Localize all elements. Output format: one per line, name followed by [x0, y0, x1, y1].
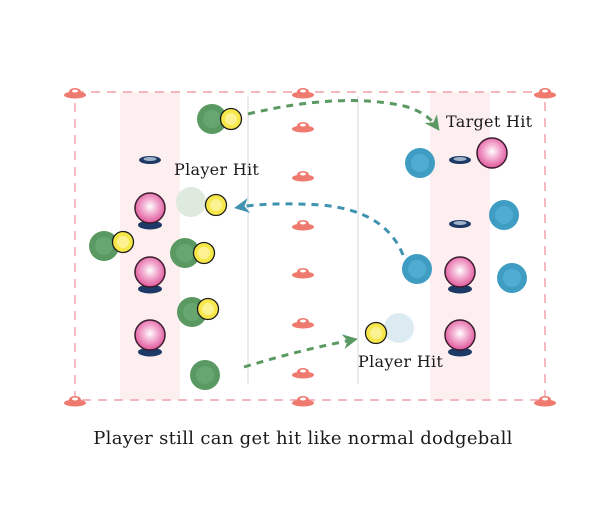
cone-icon [292, 396, 314, 407]
player-icon [170, 238, 200, 268]
cone-icon [292, 88, 314, 99]
player-hit-faded-icon [384, 313, 414, 343]
empty-target-base [139, 156, 161, 164]
player-icon [497, 263, 527, 293]
cone-icon [292, 122, 314, 133]
cone-icon [64, 88, 86, 99]
ball-icon [204, 193, 228, 217]
target-pin-icon [134, 192, 166, 230]
cone-icon [534, 88, 556, 99]
target-pin-falling-icon [476, 137, 508, 169]
target-pin-icon [134, 319, 166, 357]
target-pin-icon [444, 256, 476, 294]
player-hit-label-left: Player Hit [174, 160, 259, 179]
ball-icon [196, 297, 220, 321]
court-boundary [74, 91, 546, 401]
diagram-caption: Player still can get hit like normal dod… [93, 428, 513, 449]
throw-arrow-player-hit-left [234, 198, 405, 256]
throw-arrow-player-hit-right [243, 334, 358, 369]
target-pin-icon [444, 319, 476, 357]
player-icon [190, 360, 220, 390]
player-hit-label-right: Player Hit [358, 352, 443, 371]
ball-icon [192, 241, 216, 265]
cone-icon [292, 318, 314, 329]
cone-icon [292, 220, 314, 231]
cone-icon [292, 268, 314, 279]
player-hit-faded-icon [176, 187, 206, 217]
player-icon [405, 148, 435, 178]
ball-icon [219, 107, 243, 131]
ball-icon [111, 230, 135, 254]
throw-arrow-target-hit [247, 99, 440, 131]
empty-target-base [449, 220, 471, 228]
cone-icon [534, 396, 556, 407]
player-icon [402, 254, 432, 284]
ball-icon [364, 321, 388, 345]
target-pin-icon [134, 256, 166, 294]
cone-icon [292, 171, 314, 182]
target-hit-label: Target Hit [446, 112, 533, 131]
player-icon [197, 104, 227, 134]
player-icon [489, 200, 519, 230]
cone-icon [64, 396, 86, 407]
cone-icon [292, 368, 314, 379]
player-icon [89, 231, 119, 261]
empty-target-base [449, 156, 471, 164]
